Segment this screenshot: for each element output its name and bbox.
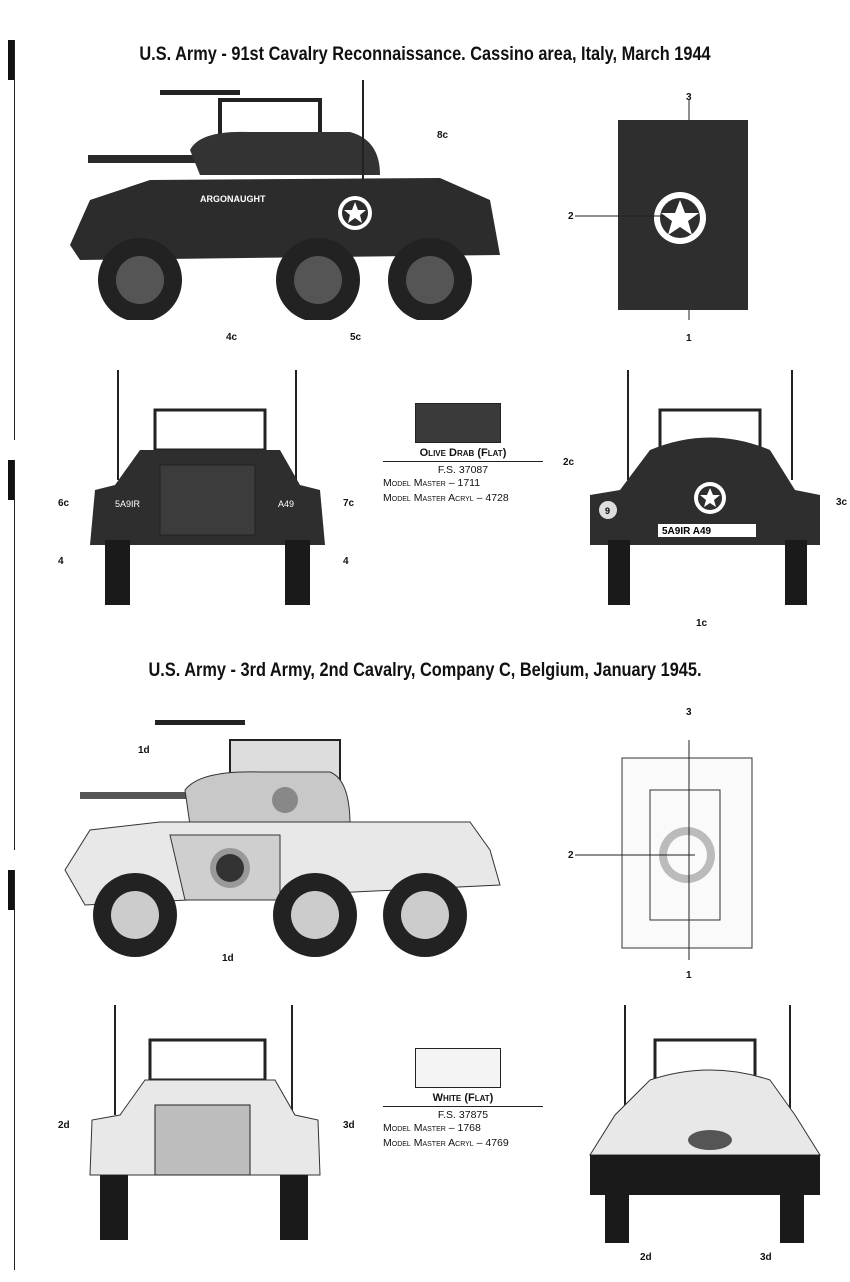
paint-swatch-olive-drab: Olive Drab (Flat) F.S. 37087 Model Maste… bbox=[383, 403, 543, 506]
callout-1d: 1d bbox=[138, 745, 150, 756]
callout-4: 4 bbox=[58, 556, 64, 567]
callout-2d: 2d bbox=[58, 1120, 70, 1131]
vehicle-name: ARGONAUGHT bbox=[200, 194, 266, 204]
paint-name: White (Flat) bbox=[383, 1092, 543, 1107]
callout-4: 4 bbox=[343, 556, 349, 567]
color-swatch bbox=[415, 403, 501, 443]
callout-2: 2 bbox=[568, 211, 574, 222]
binder-edge bbox=[0, 40, 15, 440]
section-2-title: U.S. Army - 3rd Army, 2nd Cavalry, Compa… bbox=[148, 660, 702, 681]
callout-6c: 6c bbox=[58, 498, 70, 509]
binder-edge bbox=[0, 870, 15, 1270]
callout-1c: 1c bbox=[696, 618, 708, 629]
rear-view-olive: 9 5A9IR A49 bbox=[590, 370, 820, 605]
front-view-white bbox=[89, 1005, 321, 1240]
top-view-white bbox=[575, 740, 753, 960]
color-swatch bbox=[415, 1048, 501, 1088]
binder-edge bbox=[0, 460, 15, 850]
callout-7c: 7c bbox=[343, 498, 355, 509]
paint-swatch-white: White (Flat) F.S. 37875 Model Master – 1… bbox=[383, 1048, 543, 1151]
top-view-olive bbox=[575, 100, 748, 320]
rear-circle-number: 9 bbox=[605, 506, 610, 516]
rear-view-white bbox=[589, 1005, 821, 1243]
front-plate-right: A49 bbox=[278, 499, 294, 509]
side-view-olive: ARGONAUGHT bbox=[70, 80, 500, 320]
paint-fs: F.S. 37087 bbox=[437, 464, 489, 476]
callout-2: 2 bbox=[568, 850, 574, 861]
callout-1d: 1d bbox=[222, 953, 234, 964]
callout-3: 3 bbox=[686, 92, 692, 103]
callout-5c: 5c bbox=[350, 332, 362, 343]
paint-mma: Model Master Acryl – 4728 bbox=[383, 492, 509, 504]
callout-3: 3 bbox=[686, 707, 692, 718]
side-view-white bbox=[64, 720, 501, 957]
callout-3c: 3c bbox=[836, 497, 848, 508]
paint-mm: Model Master – 1768 bbox=[383, 1122, 481, 1134]
paint-mm: Model Master – 1711 bbox=[383, 477, 481, 489]
callout-3d: 3d bbox=[343, 1120, 355, 1131]
front-view-olive: 5A9IR A49 bbox=[90, 370, 325, 605]
callout-1: 1 bbox=[686, 333, 692, 344]
callout-2d: 2d bbox=[640, 1252, 652, 1263]
callout-1: 1 bbox=[686, 970, 692, 981]
section-1-title: U.S. Army - 91st Cavalry Reconnaissance.… bbox=[139, 44, 711, 65]
callout-3d: 3d bbox=[760, 1252, 772, 1263]
front-plate-left: 5A9IR bbox=[115, 499, 141, 509]
paint-name: Olive Drab (Flat) bbox=[383, 447, 543, 462]
callout-2c: 2c bbox=[563, 457, 575, 468]
rear-plate: 5A9IR A49 bbox=[662, 526, 712, 537]
callout-8c: 8c bbox=[437, 130, 449, 141]
callout-4c: 4c bbox=[226, 332, 238, 343]
paint-fs: F.S. 37875 bbox=[437, 1109, 489, 1121]
paint-mma: Model Master Acryl – 4769 bbox=[383, 1137, 509, 1149]
